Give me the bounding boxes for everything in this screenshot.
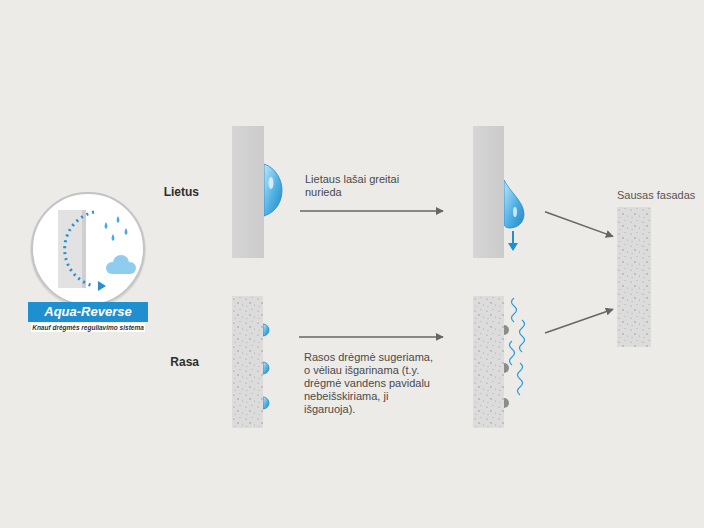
drop-highlight	[269, 177, 274, 189]
drop-highlight	[513, 207, 517, 217]
rolling-drop	[504, 180, 524, 228]
badge-cloud	[106, 255, 136, 274]
wall-panel	[473, 296, 504, 428]
badge-cycle-head	[98, 281, 106, 291]
flow-arrow	[300, 210, 443, 212]
rain-drop	[264, 164, 282, 216]
texture-fill	[473, 296, 504, 428]
evaporation-waves	[510, 298, 525, 395]
texture-fill	[617, 207, 651, 347]
badge-circle	[32, 193, 144, 305]
dew-drop	[263, 362, 269, 374]
badge-drop	[117, 216, 120, 223]
logo-badge: Aqua-ReverseKnauf drėgmės reguliavimo si…	[28, 188, 148, 348]
wall-panel: Rasa	[232, 296, 263, 428]
badge-drop	[112, 234, 115, 241]
wave	[512, 298, 517, 322]
wave	[510, 341, 515, 365]
flow-arrow	[545, 309, 613, 333]
wall-panel: Sausas fasadas	[617, 207, 651, 347]
arrow-caption: Lietaus lašai greitai nurieda	[305, 173, 425, 199]
plaster-texture	[473, 296, 504, 428]
badge-cycle	[65, 212, 94, 286]
badge-wall-edge	[82, 210, 86, 288]
flow-arrow	[545, 212, 613, 237]
absorbed-spot	[504, 325, 509, 335]
badge-shadow	[30, 192, 146, 308]
badge-drop	[125, 228, 128, 235]
absorbed-spot	[504, 363, 509, 373]
panel-heading: Sausas fasadas	[617, 189, 695, 201]
brand-name: Aqua-Reverse	[28, 302, 148, 322]
wall-panel: Lietus	[232, 126, 264, 258]
wave	[518, 363, 523, 395]
plaster-texture	[617, 207, 651, 347]
wave	[520, 320, 525, 352]
arrow-caption: Rasos drėgmė sugeriama, o vėliau išgarin…	[304, 351, 434, 416]
row-heading: Rasa	[170, 355, 199, 369]
dew-drop	[263, 324, 269, 336]
row-heading: Lietus	[164, 185, 199, 199]
falling-arrow-line	[512, 231, 514, 244]
dew-drop	[263, 397, 269, 409]
texture-fill	[232, 296, 263, 428]
absorbed-spot	[504, 398, 509, 408]
flow-arrow	[299, 336, 443, 338]
wall-panel	[473, 126, 504, 258]
brand-subtitle: Knauf drėgmės reguliavimo sistema	[31, 323, 145, 332]
badge-drop	[105, 222, 108, 229]
falling-arrow-head	[508, 243, 518, 251]
plaster-texture	[232, 296, 263, 428]
